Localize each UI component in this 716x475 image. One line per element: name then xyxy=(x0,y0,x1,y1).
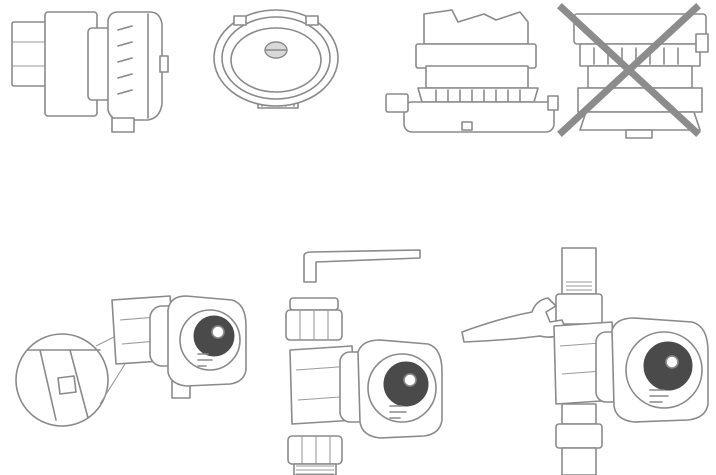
pump-bottom-view xyxy=(573,13,709,139)
pipe-top xyxy=(561,247,597,295)
cooling-fins-icon xyxy=(435,89,521,103)
pump-side-view xyxy=(11,11,169,133)
hex-key-icon xyxy=(303,249,421,283)
not-allowed-cross-icon xyxy=(557,3,701,137)
speed-selector-icon xyxy=(403,373,417,387)
speed-selector-icon xyxy=(665,355,679,369)
connector-nut-bottom xyxy=(287,435,343,475)
cooling-fins-icon xyxy=(117,25,133,95)
connector-fitting-step xyxy=(285,249,443,475)
pump-mounting-detail xyxy=(15,295,247,427)
connector-nut-top xyxy=(285,297,343,341)
speed-selector-icon xyxy=(211,325,225,339)
detail-magnifier-circle xyxy=(15,331,131,427)
pipe-bottom xyxy=(561,403,597,425)
wrench-tightening-step xyxy=(461,247,709,475)
pump-top-view xyxy=(385,9,559,133)
wrench-icon xyxy=(461,297,567,343)
pump-front-view xyxy=(213,9,339,109)
